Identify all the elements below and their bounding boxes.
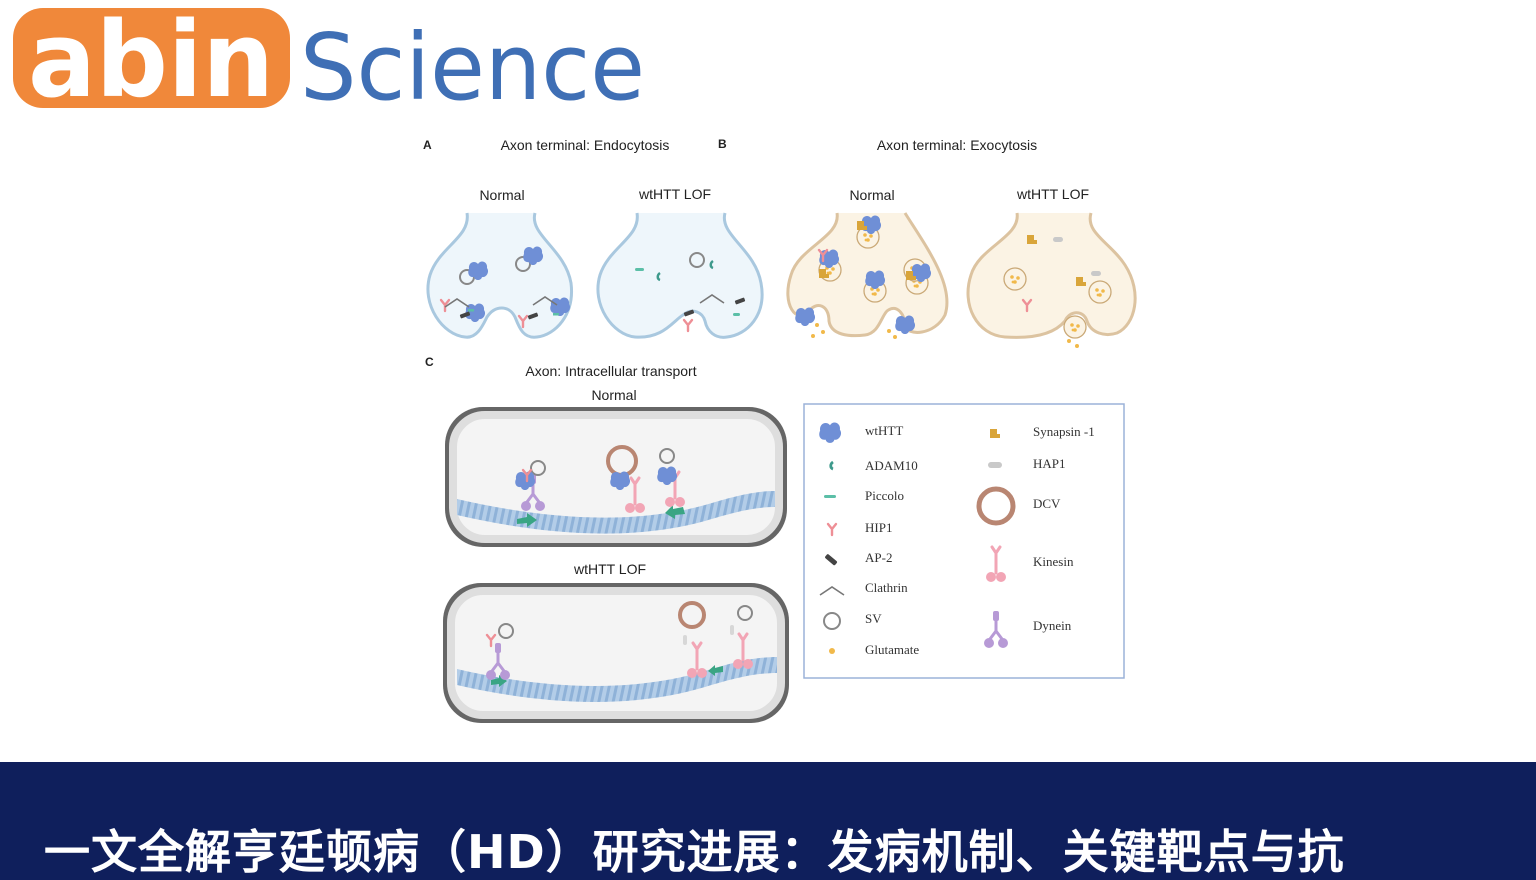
legend-ap2-icon <box>825 554 838 566</box>
hd-mechanism-figure: A Axon terminal: Endocytosis Normal wtHT… <box>423 137 1137 723</box>
panel-c-normal-label: Normal <box>591 387 636 403</box>
abin-science-logo: abin Science <box>13 0 645 120</box>
panel-b-title: Axon terminal: Exocytosis <box>877 137 1037 153</box>
legend-piccolo-icon <box>824 495 836 498</box>
panel-a-lof-label: wtHTT LOF <box>638 186 711 202</box>
legend-label-glutamate: Glutamate <box>865 642 919 657</box>
terminal-a-lof <box>596 212 764 339</box>
legend-sv-icon <box>823 612 841 630</box>
legend-label-dynein: Dynein <box>1033 618 1072 633</box>
panel-a-endocytosis: A Axon terminal: Endocytosis Normal wtHT… <box>423 137 764 339</box>
legend-glutamate-icon <box>829 648 835 654</box>
axon-lof <box>443 583 789 723</box>
logo-abin-text: abin <box>28 0 274 120</box>
legend-label-kinesin: Kinesin <box>1033 554 1074 569</box>
legend-label-hap1: HAP1 <box>1033 456 1066 471</box>
legend-hap1-icon <box>988 462 1002 468</box>
legend-label-ap2: AP-2 <box>865 550 892 565</box>
panel-c-letter: C <box>425 355 434 369</box>
legend-adam10-icon <box>829 460 834 471</box>
legend-label-clathrin: Clathrin <box>865 580 908 595</box>
panel-b-letter: B <box>718 137 727 151</box>
panel-a-letter: A <box>423 138 432 152</box>
axon-normal <box>445 407 787 547</box>
banner-title: 一文全解亨廷顿病（HD）研究进展：发病机制、关键靶点与抗 <box>44 825 1345 879</box>
legend-label-piccolo: Piccolo <box>865 488 904 503</box>
panel-c-title: Axon: Intracellular transport <box>525 363 696 379</box>
panel-c-transport: C Axon: Intracellular transport Normal w… <box>425 355 789 723</box>
legend-label-sv: SV <box>865 611 882 626</box>
legend-box <box>803 403 1125 679</box>
panel-b-lof-label: wtHTT LOF <box>1016 186 1089 202</box>
legend-label-dcv: DCV <box>1033 496 1061 511</box>
panel-a-title: Axon terminal: Endocytosis <box>501 137 670 153</box>
legend-label-hip1: HIP1 <box>865 520 892 535</box>
logo-badge <box>13 8 290 108</box>
panel-a-normal-label: Normal <box>479 187 524 203</box>
panel-b-exocytosis: B Axon terminal: Exocytosis Normal wtHTT… <box>718 137 1137 348</box>
panel-b-normal-label: Normal <box>849 187 894 203</box>
terminal-b-lof <box>966 212 1137 339</box>
logo-science-text: Science <box>300 14 645 120</box>
legend-label-wthtt: wtHTT <box>865 423 903 438</box>
legend-label-synapsin: Synapsin -1 <box>1033 424 1095 439</box>
title-banner: 一文全解亨廷顿病（HD）研究进展：发病机制、关键靶点与抗 <box>0 762 1536 880</box>
terminal-a-normal <box>426 212 573 339</box>
panel-c-lof-label: wtHTT LOF <box>573 561 646 577</box>
legend: wtHTT ADAM10 Piccolo HIP1 AP-2 Clathrin … <box>803 403 1125 679</box>
legend-dcv-icon <box>976 486 1016 526</box>
legend-label-adam10: ADAM10 <box>865 458 918 473</box>
